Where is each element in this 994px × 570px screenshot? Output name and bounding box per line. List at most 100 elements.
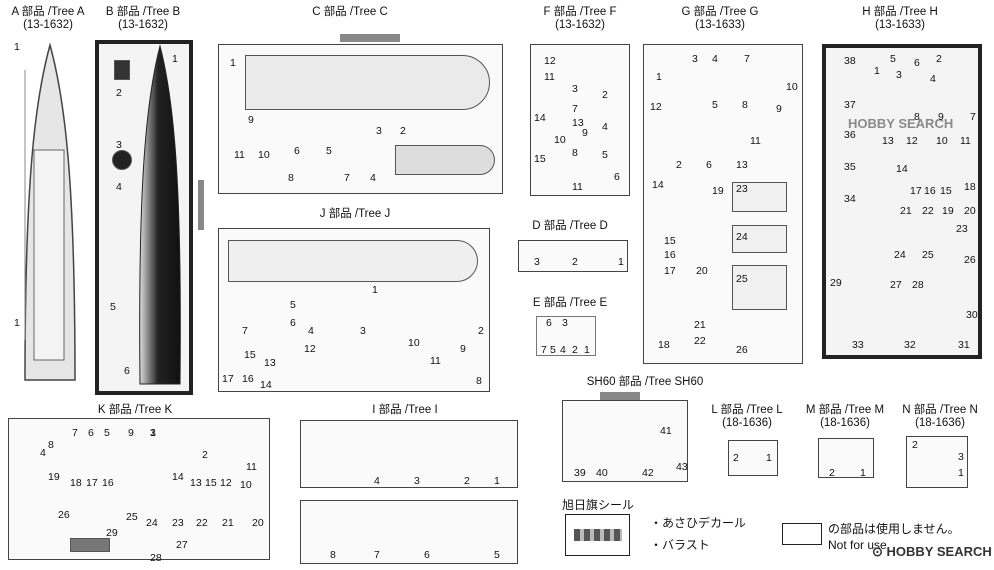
part-number: 17 (910, 185, 922, 197)
part-number: 17 (222, 373, 234, 385)
part-number: 16 (924, 185, 936, 197)
tree-d-label: D 部品 /Tree D (532, 220, 608, 232)
part-number: 9 (582, 127, 588, 139)
part-number: 4 (370, 172, 376, 184)
part-number: 2 (202, 449, 208, 461)
part-number: 6 (424, 549, 430, 561)
part-number: 34 (844, 193, 856, 205)
part-number: 15 (940, 185, 952, 197)
part (114, 60, 130, 80)
part-number: 8 (742, 99, 748, 111)
tree-sh60-frame (562, 400, 688, 482)
tree-b-label: B 部品 /Tree B(13-1632) (105, 6, 181, 31)
flag-sticker-label: 旭日旗シール (562, 498, 635, 512)
sprue-tab (198, 180, 204, 230)
part (112, 150, 132, 170)
part-number: 30 (966, 309, 978, 321)
tree-i-label: I 部品 /Tree I (372, 404, 438, 416)
part-number: 42 (642, 467, 654, 479)
tree-m-frame (818, 438, 874, 478)
part-number: 7 (242, 325, 248, 337)
part-number: 10 (240, 479, 252, 491)
part-number: 5 (326, 145, 332, 157)
part-number: 2 (572, 344, 578, 356)
part-number: 41 (660, 425, 672, 437)
part-number: 23 (956, 223, 968, 235)
part-number: 13 (264, 357, 276, 369)
tree-sh60-label: SH60 部品 /Tree SH60 (586, 376, 704, 388)
part-number: 18 (658, 339, 670, 351)
tree-m-label: M 部品 /Tree M(18-1636) (805, 404, 885, 429)
part-number: 1 (172, 53, 178, 65)
tree-h-frame (822, 44, 982, 359)
part-number: 12 (544, 55, 556, 67)
part-number: 21 (222, 517, 234, 529)
part-number: 26 (736, 344, 748, 356)
part-number: 13 (736, 159, 748, 171)
part-number: 19 (48, 471, 60, 483)
sprue-tab (600, 392, 640, 400)
part-number: 2 (464, 475, 470, 487)
part-number: 2 (602, 89, 608, 101)
part-number: 15 (244, 349, 256, 361)
part-number: 14 (534, 112, 546, 124)
part-number: 22 (196, 517, 208, 529)
part-number: 1 (584, 344, 590, 356)
part-number: 6 (614, 171, 620, 183)
part-number: 36 (844, 129, 856, 141)
part-number: 2 (478, 325, 484, 337)
part-number: 1 (656, 71, 662, 83)
part-number: 24 (736, 231, 748, 243)
part-number: 1 (372, 284, 378, 296)
part-number: 1 (874, 65, 880, 77)
part-number: 23 (172, 517, 184, 529)
tree-f-frame (530, 44, 630, 196)
tree-k-frame (8, 418, 270, 560)
part (228, 240, 478, 282)
part-number: 8 (476, 375, 482, 387)
part (395, 145, 495, 175)
part-number: 28 (150, 552, 162, 564)
part-number: 13 (572, 117, 584, 129)
part (732, 225, 787, 253)
part-number: 25 (922, 249, 934, 261)
part-number: 20 (964, 205, 976, 217)
part-number: 2 (572, 256, 578, 268)
part-number: 2 (936, 53, 942, 65)
part-number: 2 (912, 439, 918, 451)
part-number: 11 (750, 135, 761, 147)
part-number: 5 (494, 549, 500, 561)
part-number: 4 (602, 121, 608, 133)
part-number: 6 (290, 317, 296, 329)
part (70, 538, 110, 552)
part-number: 11 (960, 135, 971, 147)
tree-h-label: H 部品 /Tree H(13-1633) (862, 6, 938, 31)
part (732, 265, 787, 310)
part-number: 5 (712, 99, 718, 111)
part-number: 5 (104, 427, 110, 439)
part-number: 7 (572, 103, 578, 115)
part-number: 37 (844, 99, 856, 111)
part-number: 4 (40, 447, 46, 459)
tree-c-label: C 部品 /Tree C (312, 6, 388, 18)
tree-n-label: N 部品 /Tree N(18-1636) (902, 404, 978, 429)
part-number: 7 (344, 172, 350, 184)
part (732, 182, 787, 212)
part-number: 6 (706, 159, 712, 171)
part-number: 10 (408, 337, 420, 349)
part-number: 16 (242, 373, 254, 385)
part-number: 5 (110, 301, 116, 313)
flag-sticker-box (565, 514, 630, 556)
part-number: 7 (72, 427, 78, 439)
part-number: 18 (70, 477, 82, 489)
part-number: 11 (544, 71, 555, 83)
part-number: 43 (676, 461, 688, 473)
tree-a-label: A 部品 /Tree A(13-1632) (11, 6, 85, 31)
part-number: 33 (852, 339, 864, 351)
part-number: 2 (676, 159, 682, 171)
part-number: 14 (652, 179, 664, 191)
part-number: 31 (958, 339, 970, 351)
part-number: 32 (904, 339, 916, 351)
tree-f-label: F 部品 /Tree F(13-1632) (543, 6, 617, 31)
part-number: 5 (890, 53, 896, 65)
